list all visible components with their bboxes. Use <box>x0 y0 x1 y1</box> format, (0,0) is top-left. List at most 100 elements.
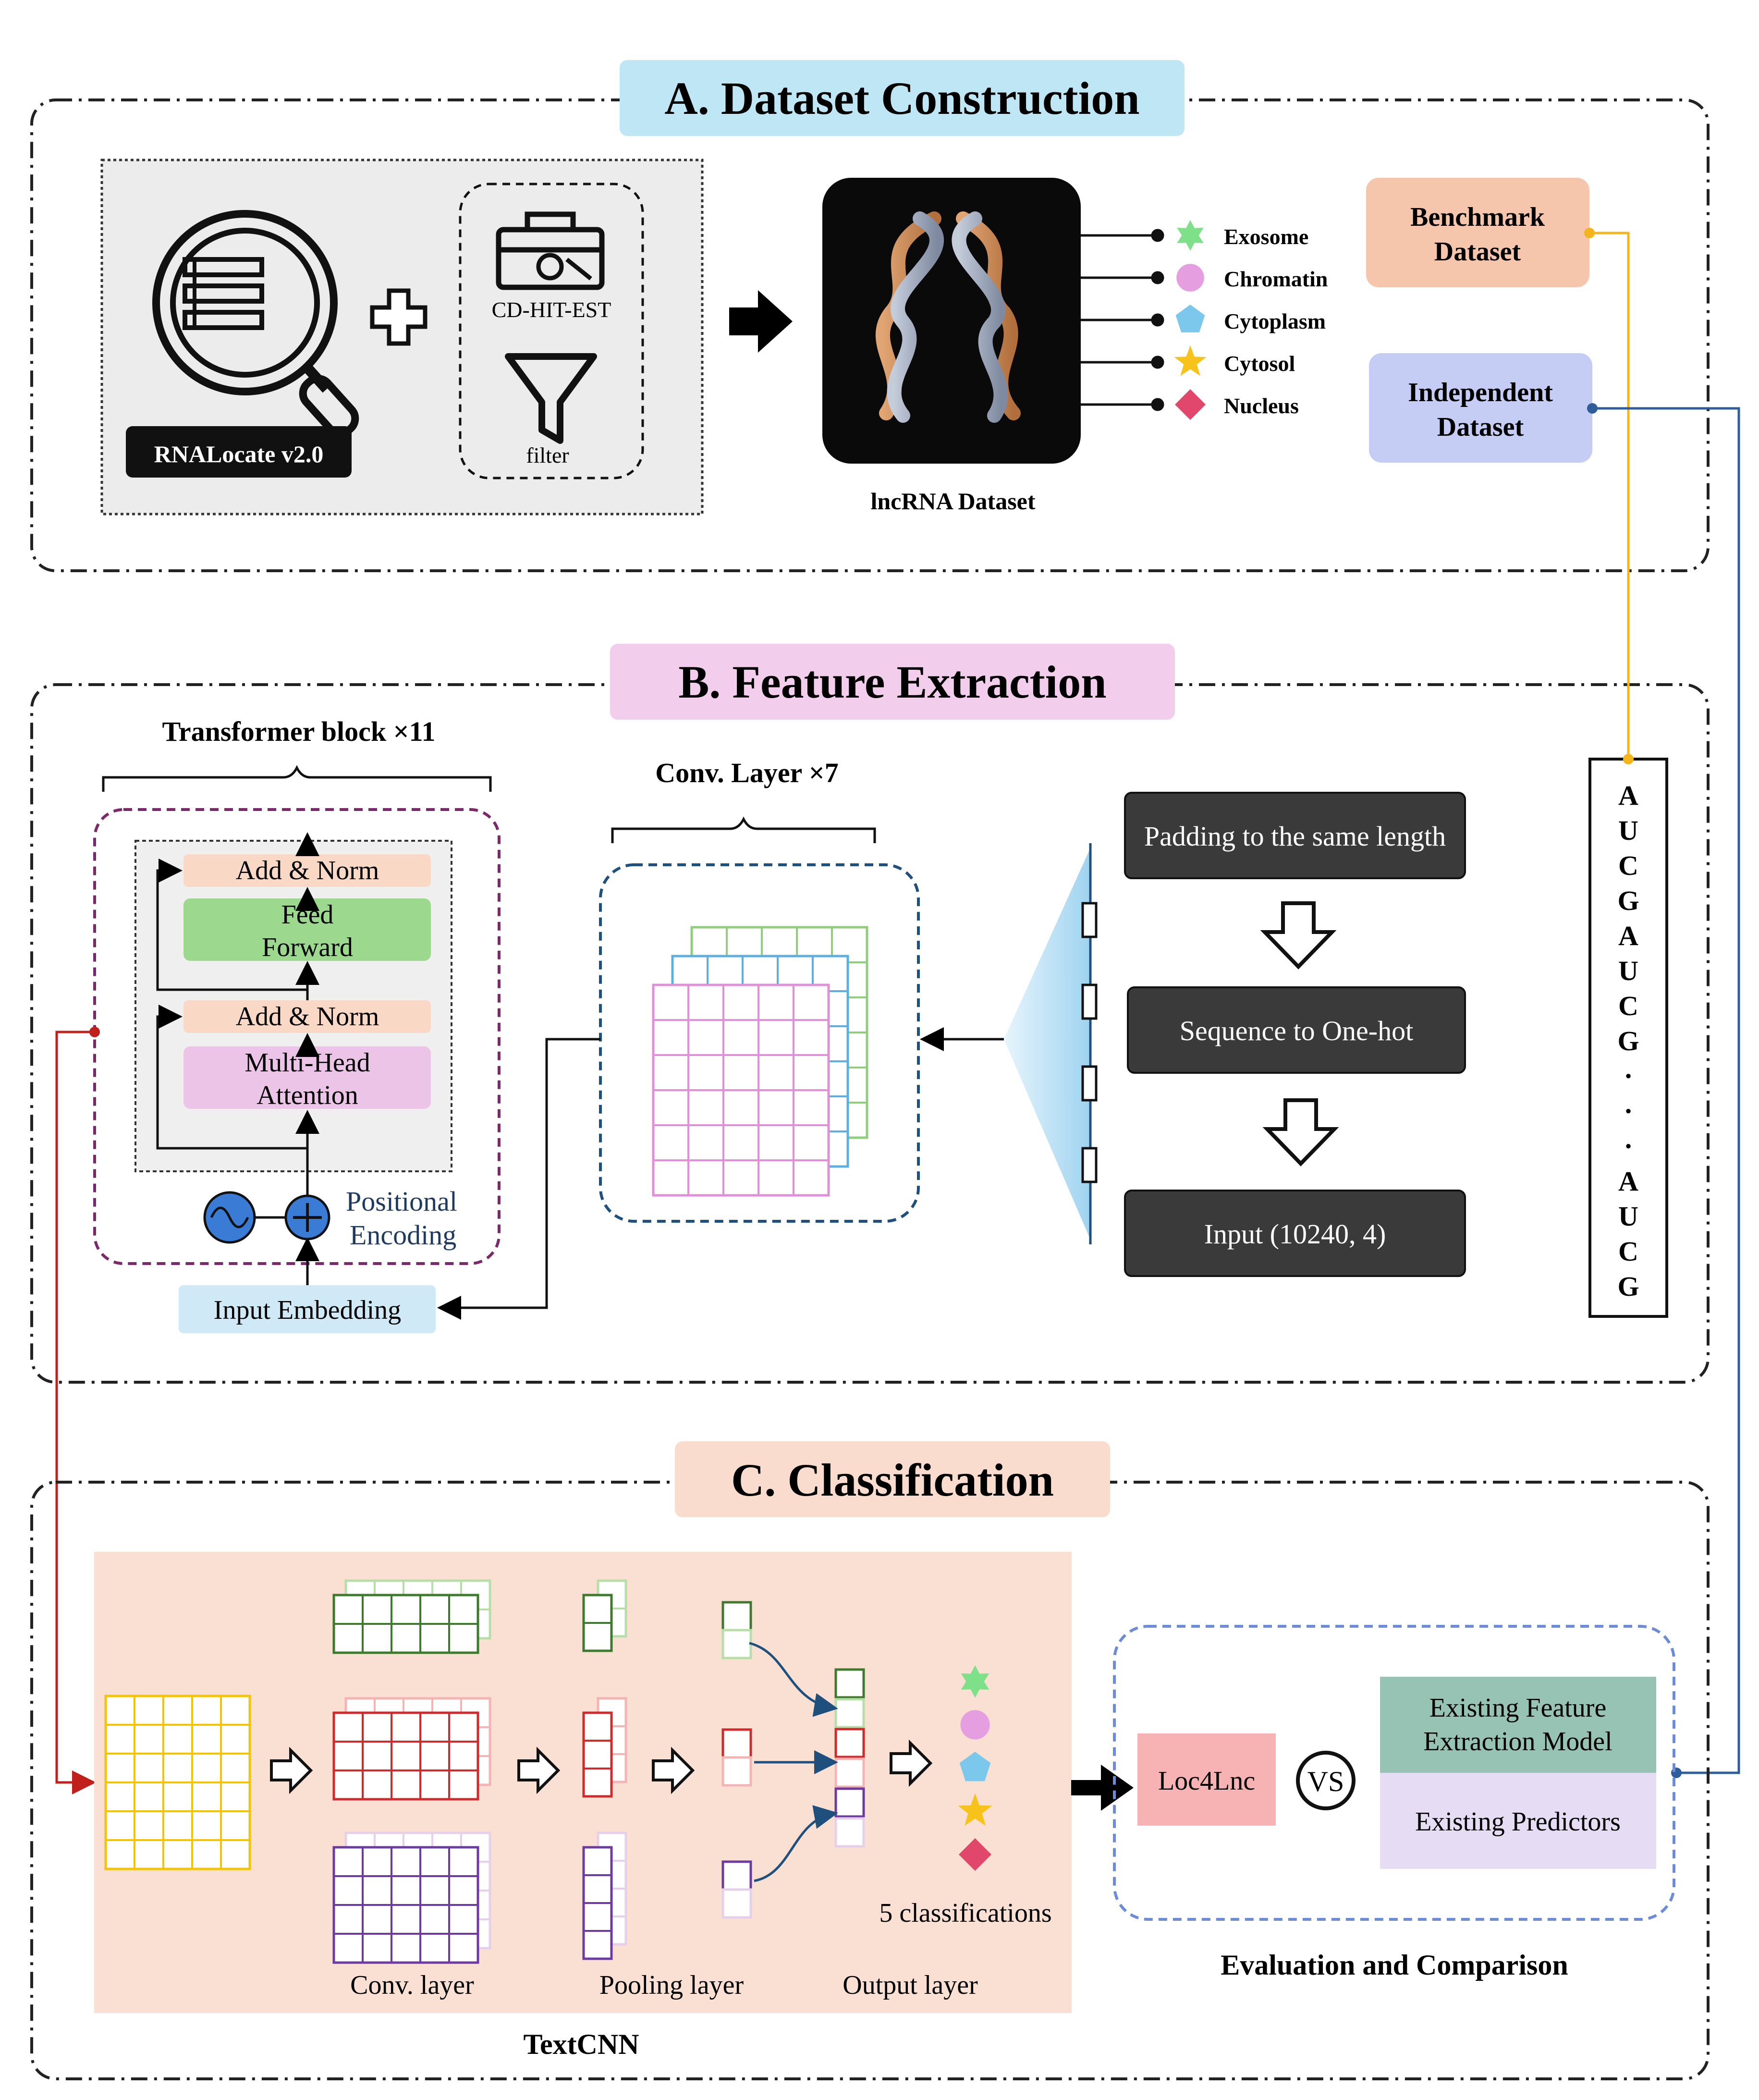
sequence-letter: · <box>1624 1130 1633 1162</box>
rna-helix-icon <box>875 211 1021 423</box>
transformer-label: Transformer block ×11 <box>162 716 436 747</box>
section-a-title-box <box>620 60 1185 136</box>
conv-feature-maps <box>652 926 868 1197</box>
sequence-letter: A <box>1618 780 1638 811</box>
feed-forward-box <box>183 898 431 961</box>
pool-map-green <box>582 1594 613 1652</box>
existing-feature-line1: Existing Feature <box>1429 1693 1607 1723</box>
sequence-letter: U <box>1618 1201 1638 1232</box>
existing-feature-box <box>1380 1677 1656 1773</box>
lncrna-label: lncRNA Dataset <box>870 488 1035 515</box>
rnalocate-label: RNALocate v2.0 <box>154 441 324 467</box>
pooled-purple-2 <box>721 1888 752 1919</box>
add-norm-bottom-label: Add & Norm <box>236 1002 379 1032</box>
output-cell-4 <box>834 1757 865 1788</box>
input-shape-label: Input (10240, 4) <box>1204 1218 1386 1250</box>
pooled-green-2 <box>721 1629 752 1659</box>
lncrna-tile <box>822 178 1081 464</box>
location-label-chromatin: Chromatin <box>1224 267 1328 291</box>
vs-label: VS <box>1307 1766 1344 1797</box>
tools-box <box>459 183 644 479</box>
section-a: A. Dataset Construction RNALocate v2.0 C… <box>30 60 1710 572</box>
textcnn-layers <box>104 1579 865 1964</box>
onehot-box <box>1127 986 1466 1074</box>
section-b-title: B. Feature Extraction <box>678 656 1106 708</box>
sequence-letter: · <box>1624 1095 1633 1127</box>
circle-icon <box>1176 264 1204 292</box>
independent-connector-dot <box>1587 403 1598 414</box>
pooled-red-2 <box>721 1756 752 1787</box>
independent-line1: Independent <box>1408 378 1553 407</box>
mha-line1: Multi-Head <box>244 1048 370 1078</box>
location-icons <box>1174 220 1207 420</box>
sequence-letter: A <box>1618 1166 1638 1197</box>
loc4lnc-box <box>1137 1733 1276 1826</box>
star5-icon <box>958 1793 992 1826</box>
transformer-block <box>93 808 501 1265</box>
benchmark-box <box>1366 178 1589 287</box>
conv-block <box>599 863 920 1223</box>
add-op-plus <box>293 1203 322 1232</box>
location-label-exosome: Exosome <box>1224 224 1308 249</box>
location-connectors <box>1081 229 1164 411</box>
sequence-letter: G <box>1617 1025 1639 1056</box>
hollow-arrows <box>270 1739 933 1794</box>
onehot-label: Sequence to One-hot <box>1180 1015 1413 1046</box>
benchmark-connector <box>1589 232 1630 759</box>
add-norm-bottom <box>183 1000 431 1033</box>
sequence-letter: C <box>1618 1236 1638 1267</box>
mha-line2: Attention <box>257 1081 358 1110</box>
section-c: C. Classification 5 classifications Conv… <box>30 1441 1710 2080</box>
location-label-cytosol: Cytosol <box>1224 351 1295 376</box>
section-b-title-box <box>610 644 1175 720</box>
section-a-title: A. Dataset Construction <box>664 73 1139 124</box>
sequence-letter: G <box>1617 1271 1639 1302</box>
padding-box <box>1124 792 1466 879</box>
vs-badge <box>1296 1751 1356 1810</box>
toolbox-icon <box>496 211 605 290</box>
independent-line2: Dataset <box>1437 412 1524 442</box>
add-norm-top <box>183 854 431 887</box>
pool-map-red <box>582 1711 613 1798</box>
textcnn-label: TextCNN <box>523 2028 639 2060</box>
benchmark-line1: Benchmark <box>1410 202 1545 232</box>
plus-icon <box>370 288 428 346</box>
input-embedding-label: Input Embedding <box>214 1295 401 1325</box>
rnalocate-badge <box>126 426 352 478</box>
diamond-icon <box>959 1838 991 1871</box>
eval-box <box>1113 1625 1675 1921</box>
sequence-letter: C <box>1618 990 1638 1021</box>
pooled-purple-1 <box>721 1860 752 1891</box>
existing-predictors-box <box>1380 1773 1656 1869</box>
star6-icon <box>1177 220 1204 251</box>
pooled-green-1 <box>721 1601 752 1632</box>
output-cell-5 <box>834 1787 865 1818</box>
transformer-link-dot <box>89 1027 100 1037</box>
down-arrow-1 <box>1260 901 1337 970</box>
existing-feature-line2: Extraction Model <box>1423 1727 1612 1756</box>
conv-map-green <box>332 1594 479 1654</box>
circle-icon <box>960 1710 990 1740</box>
sequence-letter: U <box>1618 955 1638 986</box>
class-icons <box>958 1665 992 1871</box>
output-cell-3 <box>834 1728 865 1758</box>
output-cell-1 <box>834 1668 865 1699</box>
conv-map-purple <box>332 1846 479 1964</box>
benchmark-connector-end <box>1623 754 1634 764</box>
feed-forward-line2: Forward <box>262 933 353 962</box>
diamond-icon <box>1175 389 1206 420</box>
loc4lnc-label: Loc4Lnc <box>1158 1766 1255 1796</box>
location-label-cytoplasm: Cytoplasm <box>1224 309 1326 333</box>
pooled-red-1 <box>721 1728 752 1759</box>
filter-icon <box>505 353 597 444</box>
benchmark-line2: Dataset <box>1434 237 1521 267</box>
transformer-to-textcnn-link <box>55 1031 96 1794</box>
pentagon-icon <box>959 1752 991 1781</box>
star5-icon <box>1174 345 1207 376</box>
conv-layer-label: Conv. layer <box>350 1970 474 2000</box>
section-a-border <box>30 98 1710 572</box>
input-embedding-box <box>179 1285 436 1333</box>
output-layer-label: Output layer <box>843 1970 978 2000</box>
conv-to-embedding-arrow <box>437 1038 600 1320</box>
